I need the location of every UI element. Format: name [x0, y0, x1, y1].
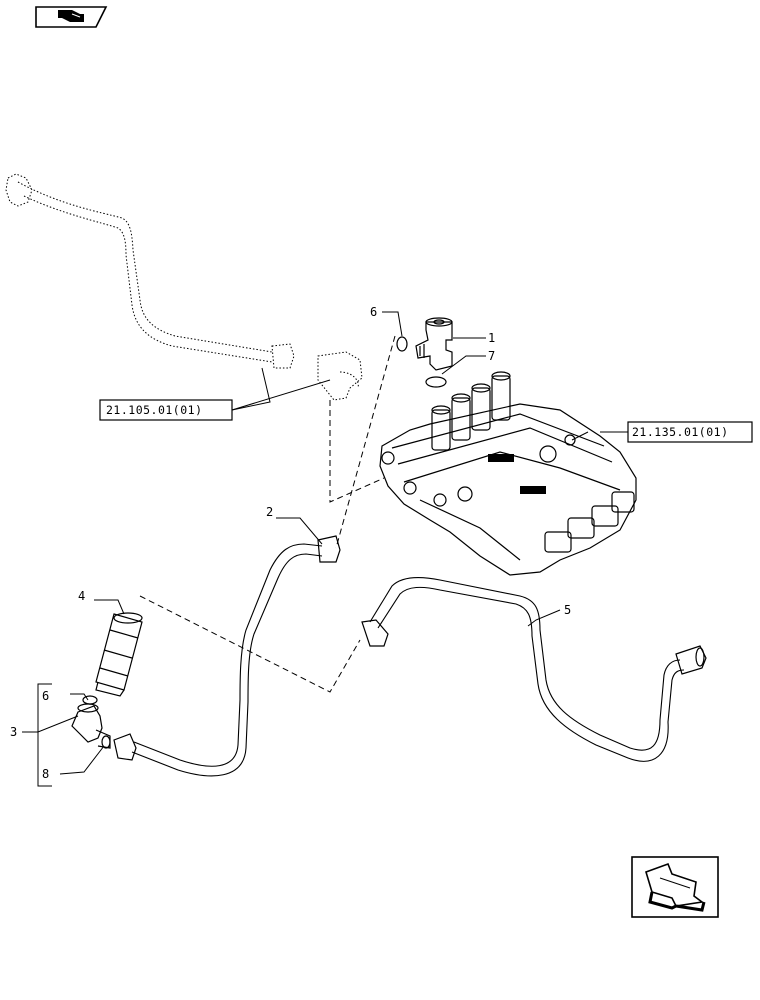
valve-spools-front: [544, 491, 635, 553]
callout-3: 3: [10, 725, 17, 739]
callout-4: 4: [78, 589, 85, 603]
callout-6-upper: 6: [370, 305, 377, 319]
elbow-fitting-assembly-3[interactable]: [71, 703, 111, 749]
callout-numbers: 1 7 6 2 4 6 3 8 5: [10, 305, 571, 781]
upper-tube-ghost: [5, 173, 363, 401]
callout-2: 2: [266, 505, 273, 519]
control-valve-block[interactable]: [379, 371, 637, 576]
callout-5: 5: [564, 603, 571, 617]
connection-dashes: [139, 335, 396, 693]
o-ring-part-6-upper[interactable]: [396, 336, 408, 352]
ref-box-right[interactable]: 21.135.01(01): [627, 421, 753, 443]
ref-box-left[interactable]: 21.105.01(01): [99, 399, 233, 421]
leader-lines: [22, 311, 630, 787]
o-ring-part-6-lower[interactable]: [82, 695, 98, 705]
callout-1: 1: [488, 331, 495, 345]
o-ring-part-8[interactable]: [101, 735, 111, 749]
washer-part-7[interactable]: [425, 376, 447, 388]
ref-label-left: 21.105.01(01): [106, 403, 203, 417]
next-page-arrow-icon[interactable]: [631, 856, 719, 918]
filter-part-4[interactable]: [95, 612, 143, 697]
valve-spools-top: [431, 371, 511, 451]
pipe-part-2[interactable]: [113, 535, 341, 777]
pipe-part-5[interactable]: [361, 576, 707, 762]
book-hand-icon[interactable]: [35, 6, 108, 28]
callout-6-lower: 6: [42, 689, 49, 703]
callout-8: 8: [42, 767, 49, 781]
callout-7: 7: [488, 349, 495, 363]
ref-label-right: 21.135.01(01): [632, 425, 729, 439]
tee-fitting-part-1[interactable]: [415, 317, 453, 371]
